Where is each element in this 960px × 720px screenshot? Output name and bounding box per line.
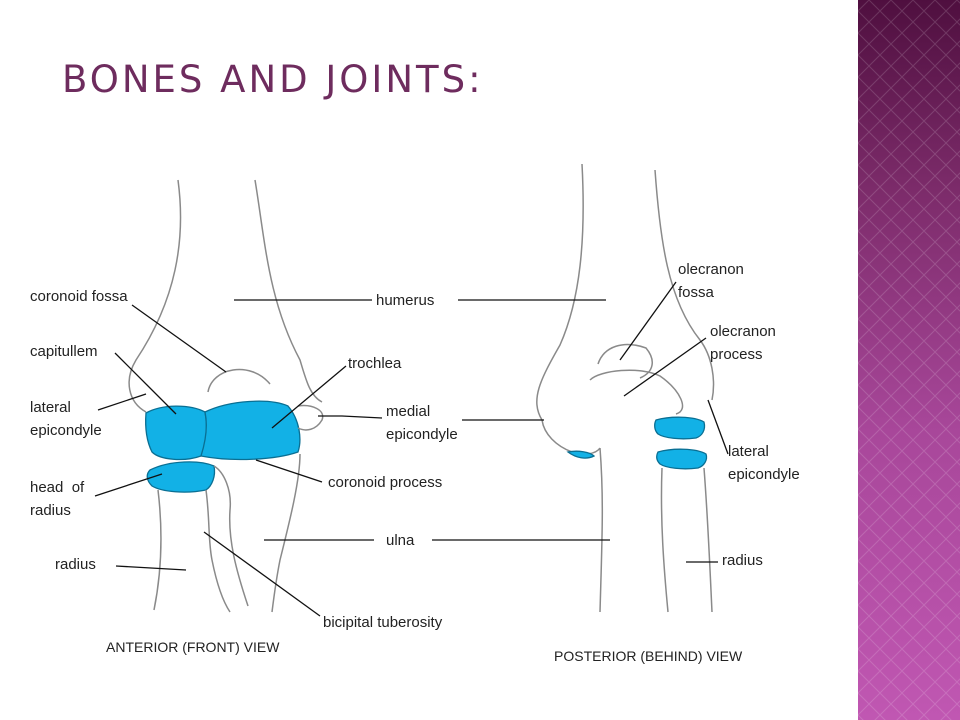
- anterior-medial-epicondyle-outline: [297, 404, 324, 431]
- posterior-capitulum-cartilage: [654, 416, 706, 440]
- label-coronoid-process: coronoid process: [328, 474, 442, 491]
- label-posterior-lateral-epicondyle-line2: epicondyle: [728, 466, 800, 483]
- posterior-view: olecranon fossa olecranon process latera…: [432, 163, 800, 664]
- anterior-capitulum-cartilage: [145, 405, 208, 461]
- label-anterior-medial-epicondyle-line1: medial: [386, 403, 430, 420]
- label-bicipital-tuberosity: bicipital tuberosity: [323, 614, 443, 631]
- posterior-radius-outline-outer: [703, 467, 713, 613]
- label-posterior-radius: radius: [722, 552, 763, 569]
- label-olecranon-fossa-line2: fossa: [678, 284, 715, 301]
- label-anterior-radius: radius: [55, 556, 96, 573]
- posterior-humerus-lateral-outline: [654, 169, 715, 401]
- leader-posterior-lateral-epicondyle: [707, 399, 729, 455]
- label-head-of-radius-line1: head of: [30, 479, 85, 496]
- anterior-ulna-outline-lateral: [213, 465, 249, 607]
- anterior-view-caption: ANTERIOR (FRONT) VIEW: [106, 639, 280, 655]
- posterior-radius-outline-inner: [660, 467, 669, 613]
- leader-anterior-radius: [115, 565, 187, 571]
- leader-coronoid-fossa: [131, 304, 227, 373]
- label-head-of-radius-line2: radius: [30, 502, 71, 519]
- leader-capitullem: [114, 352, 177, 415]
- posterior-olecranon-fossa-outline: [597, 343, 653, 379]
- label-anterior-lateral-epicondyle-line2: epicondyle: [30, 422, 102, 439]
- slide-title: BONES AND JOINTS:: [62, 58, 484, 101]
- label-posterior-lateral-epicondyle-line1: lateral: [728, 443, 769, 460]
- posterior-view-caption: POSTERIOR (BEHIND) VIEW: [554, 648, 743, 664]
- label-olecranon-process-line1: olecranon: [710, 323, 776, 340]
- label-olecranon-fossa-line1: olecranon: [678, 261, 744, 278]
- leader-olecranon-fossa: [619, 281, 677, 361]
- anterior-radius-outline-inner: [205, 489, 231, 613]
- decorative-side-band: [858, 0, 960, 720]
- label-ulna: ulna: [386, 532, 415, 549]
- posterior-ulna-upper-outline: [541, 419, 601, 455]
- anterior-radial-head-cartilage: [146, 461, 216, 493]
- label-capitullem: capitullem: [30, 343, 98, 360]
- posterior-ulna-notch-cartilage: [566, 450, 596, 459]
- anterior-ulna-outline-medial: [271, 453, 301, 613]
- label-humerus: humerus: [376, 292, 434, 309]
- leader-anterior-medial-epicondyle: [318, 415, 383, 419]
- leader-trochlea: [271, 365, 347, 429]
- leader-anterior-lateral-epicondyle: [97, 393, 147, 411]
- posterior-ulna-shaft-outline: [599, 447, 604, 613]
- leader-coronoid-process: [255, 459, 323, 483]
- leader-head-of-radius: [94, 473, 163, 497]
- label-olecranon-process-line2: process: [710, 346, 763, 363]
- leader-bicipital-tuberosity: [203, 531, 321, 617]
- anterior-humerus-medial-outline: [254, 179, 323, 403]
- anterior-humerus-notch: [207, 368, 271, 393]
- label-anterior-lateral-epicondyle-line1: lateral: [30, 399, 71, 416]
- diamond-pattern: [858, 0, 960, 720]
- leader-olecranon-process: [623, 337, 707, 397]
- anterior-view: coronoid fossa capitullem lateral epicon…: [30, 179, 458, 655]
- posterior-radial-head-cartilage: [656, 448, 708, 470]
- label-coronoid-fossa: coronoid fossa: [30, 288, 128, 305]
- posterior-humerus-medial-outline: [536, 163, 584, 421]
- anterior-humerus-lateral-outline: [128, 179, 182, 413]
- anterior-trochlea-cartilage: [200, 400, 301, 461]
- posterior-olecranon-process-outline: [589, 369, 684, 415]
- label-anterior-medial-epicondyle-line2: epicondyle: [386, 426, 458, 443]
- elbow-anatomy-diagram: coronoid fossa capitullem lateral epicon…: [30, 163, 800, 664]
- label-trochlea: trochlea: [348, 355, 402, 372]
- anterior-radius-outline-outer: [153, 489, 162, 611]
